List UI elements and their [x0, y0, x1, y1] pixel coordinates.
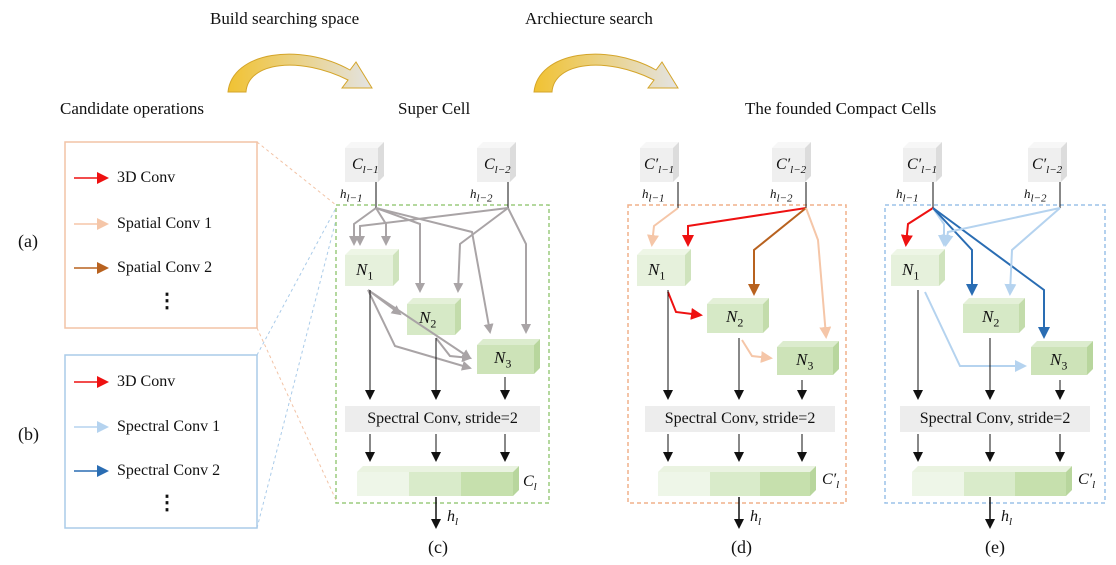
edges-cell-e — [900, 207, 1061, 372]
input-blocks — [345, 142, 1067, 182]
node-d-n2 — [707, 298, 769, 333]
header-super-cell: Super Cell — [398, 99, 471, 118]
h-label-d-l2: hl−2 — [770, 186, 793, 205]
output-h-c: hl — [447, 508, 459, 529]
output-label-e: C′l — [1078, 471, 1096, 492]
node-c-n1 — [345, 249, 399, 286]
input-label-c-l2: Cl−2 — [484, 156, 511, 177]
node-d-n3 — [777, 341, 839, 375]
edges-cell-d — [647, 207, 832, 363]
edges-cell-c — [349, 207, 531, 371]
legend-a-spatial-conv-2: Spatial Conv 2 — [117, 259, 213, 276]
node-label-e-n1: N1 — [902, 260, 920, 283]
header-compact-cells: The founded Compact Cells — [745, 99, 937, 118]
row-label-a: (a) — [18, 231, 38, 251]
zoom-line — [256, 207, 337, 356]
node-e-n3 — [1031, 341, 1093, 375]
output-bar-c — [357, 466, 519, 496]
spectral-conv-d: Spectral Conv, stride=2 — [645, 406, 835, 432]
node-label-c-n2: N2 — [419, 308, 437, 331]
caption-c: (c) — [428, 537, 448, 557]
node-label-d-n2: N2 — [726, 307, 744, 330]
output-label-c: Cl — [523, 473, 537, 494]
legend-a-spatial-conv-1: Spatial Conv 1 — [117, 215, 213, 232]
zoom-line — [256, 141, 337, 206]
header-architecture-search: Archiecture search — [525, 9, 653, 28]
node-label-d-n3: N3 — [796, 350, 814, 373]
legend-a-ellipsis: ⋮ — [157, 290, 177, 312]
node-label-e-n3: N3 — [1050, 350, 1068, 373]
edges-cell-e-out — [913, 290, 1065, 529]
h-label-c-l1: hl−1 — [340, 186, 363, 205]
input-stems — [375, 182, 1061, 208]
legend-b-3d-conv: 3D Conv — [117, 373, 176, 390]
swoosh-arrow-search — [533, 53, 679, 93]
legend-b-ellipsis: ⋮ — [157, 492, 177, 514]
legend-a-3d-conv: 3D Conv — [117, 169, 176, 186]
h-label-e-l2: hl−2 — [1024, 186, 1047, 205]
output-bar-e — [912, 466, 1072, 496]
input-block-c-l2 — [477, 142, 516, 182]
legend-b-spectral-conv-1: Spectral Conv 1 — [117, 418, 221, 435]
spectral-conv-e: Spectral Conv, stride=2 — [900, 406, 1090, 432]
node-d-n1 — [637, 249, 691, 286]
nodes — [345, 249, 1093, 375]
h-label-c-l2: hl−2 — [470, 186, 493, 205]
input-block-e-l2 — [1028, 142, 1067, 182]
zoom-line — [256, 219, 337, 529]
cell-d-border — [627, 204, 847, 504]
node-c-n3 — [477, 339, 540, 374]
node-label-e-n2: N2 — [982, 307, 1000, 330]
input-label-c-l1: Cl−1 — [352, 156, 379, 177]
input-block-d-l1 — [640, 142, 679, 182]
node-c-n2 — [407, 298, 461, 335]
legend-b-spectral-conv-2: Spectral Conv 2 — [117, 462, 221, 479]
node-e-n1 — [891, 249, 945, 286]
output-h-d: hl — [750, 508, 762, 529]
output-bar-d — [658, 466, 816, 496]
input-block-e-l1 — [903, 142, 942, 182]
node-e-n2 — [963, 298, 1025, 333]
h-label-d-l1: hl−1 — [642, 186, 665, 205]
edges-cell-c-out — [365, 290, 510, 529]
cell-c-border — [335, 204, 550, 504]
zoom-line — [256, 327, 337, 501]
header-candidate-operations: Candidate operations — [60, 99, 204, 118]
caption-e: (e) — [985, 537, 1005, 557]
header-build-space: Build searching space — [210, 9, 360, 28]
input-label-d-l2: C′l−2 — [776, 156, 807, 177]
output-label-d: C′l — [822, 471, 840, 492]
input-label-e-l1: C′l−1 — [907, 156, 938, 177]
output-h-e: hl — [1001, 508, 1013, 529]
input-label-d-l1: C′l−1 — [644, 156, 675, 177]
node-label-c-n3: N3 — [494, 348, 512, 371]
node-label-d-n1: N1 — [648, 260, 666, 283]
edges-cell-d-out — [663, 290, 807, 529]
input-label-e-l2: C′l−2 — [1032, 156, 1063, 177]
input-block-c-l1 — [345, 142, 384, 182]
caption-d: (d) — [731, 537, 752, 557]
row-label-b: (b) — [18, 424, 39, 444]
spectral-conv-c: Spectral Conv, stride=2 — [345, 406, 540, 432]
node-label-c-n1: N1 — [356, 260, 374, 283]
swoosh-arrow-build — [227, 53, 373, 93]
input-block-d-l2 — [772, 142, 811, 182]
h-label-e-l1: hl−1 — [896, 186, 919, 205]
